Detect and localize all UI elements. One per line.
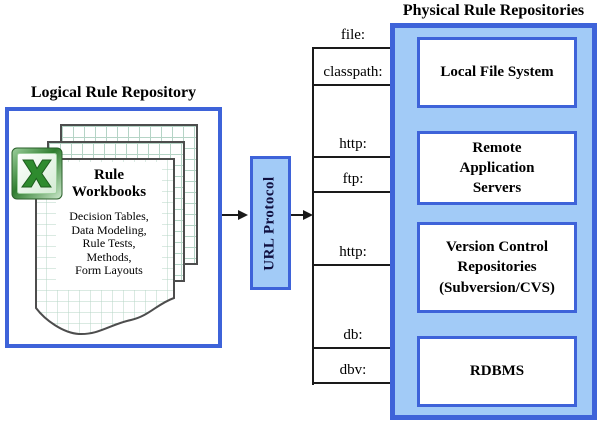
connector-line: [313, 156, 408, 158]
repository-label: RDBMS: [469, 363, 525, 380]
workbook-item: Decision Tables,: [69, 209, 149, 223]
connector-line: [313, 47, 408, 49]
repository-label: Remote Application Servers: [459, 139, 535, 197]
repository-rdbms: RDBMS: [417, 336, 577, 407]
repository-label: Local File System: [440, 64, 554, 81]
workbook-item: Rule Tests,: [82, 236, 136, 250]
workbook-item: Methods,: [86, 249, 132, 264]
connector-line: [313, 264, 408, 266]
protocol-label: http:: [339, 136, 367, 152]
connector-line: [313, 191, 408, 193]
connector-line: [313, 84, 408, 86]
url-protocol-box: URL Protocol: [250, 156, 291, 290]
workbook-item: Form Layouts: [75, 263, 143, 277]
workbook-item: Data Modeling,: [71, 222, 147, 237]
protocol-label: classpath:: [323, 64, 383, 80]
protocol-label: db:: [343, 327, 363, 343]
logical-repository-title: Logical Rule Repository: [30, 84, 197, 101]
physical-repositories-title: Physical Rule Repositories: [402, 2, 585, 19]
protocol-label: file:: [340, 27, 366, 43]
connector-line: [313, 382, 408, 384]
protocol-label: ftp:: [342, 171, 364, 187]
excel-icon: [11, 147, 63, 200]
connector-line: [313, 347, 408, 349]
protocol-label: dbv:: [339, 362, 367, 378]
workbook-heading: Rule Workbooks: [71, 167, 147, 200]
workbook-text-panel: Rule Workbooks Decision Tables, Data Mod…: [56, 162, 162, 290]
url-protocol-label: URL Protocol: [262, 175, 278, 271]
arrow-head-icon: [238, 210, 248, 220]
arrow-head-icon: [303, 210, 313, 220]
workbook-item-list: Decision Tables, Data Modeling, Rule Tes…: [56, 209, 162, 278]
branch-line-vertical: [312, 47, 314, 385]
repository-remote-application-servers: Remote Application Servers: [417, 131, 577, 205]
connector-line: [291, 214, 304, 216]
repository-version-control: Version Control Repositories (Subversion…: [417, 222, 577, 313]
protocol-label: http:: [339, 244, 367, 260]
repository-local-file-system: Local File System: [417, 37, 577, 108]
connector-line: [222, 214, 239, 216]
repository-label: Version Control Repositories (Subversion…: [439, 239, 555, 296]
